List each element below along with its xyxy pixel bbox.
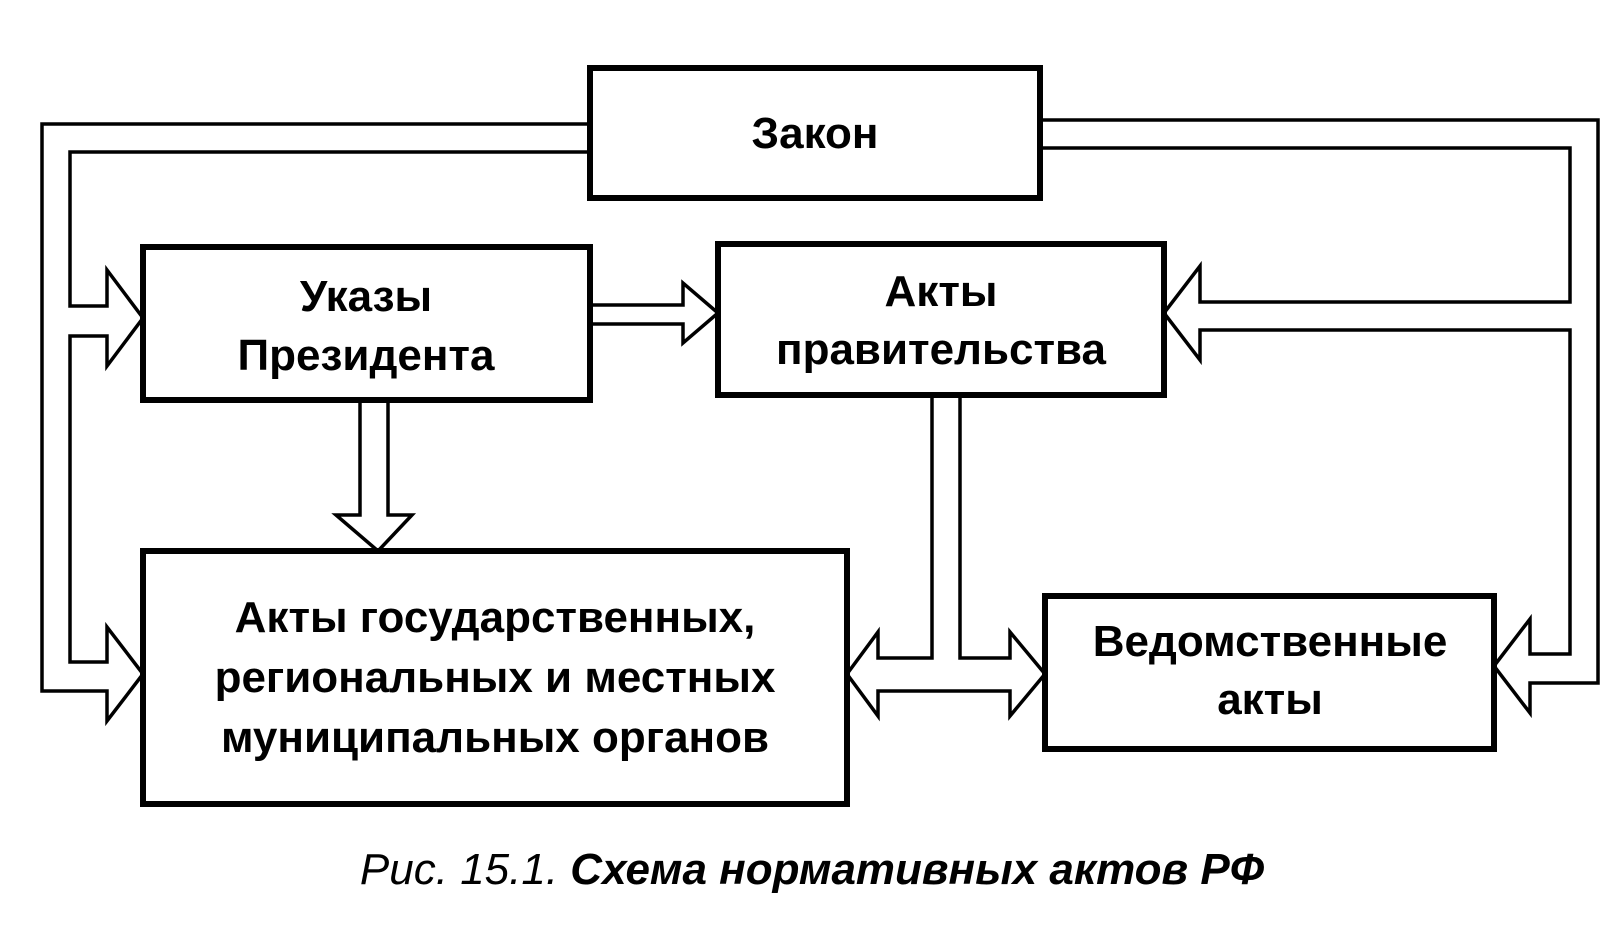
figure-caption: Рис. 15.1. Схема нормативных актов РФ (0, 845, 1624, 895)
box-government-acts (715, 241, 1167, 398)
box-presidential-decrees (140, 244, 593, 403)
label-presidential-decrees-line1: Указы (300, 272, 432, 321)
label-law: Закон (752, 109, 879, 158)
label-state-acts-line3: муниципальных органов (221, 713, 769, 762)
label-presidential-decrees-line2: Президента (238, 331, 495, 380)
label-state-acts-line2: региональных и местных (215, 653, 776, 702)
arrow-decrees-to-state (331, 393, 417, 554)
arrow-decrees-to-government (588, 279, 721, 347)
caption-title: Схема нормативных актов РФ (570, 845, 1265, 894)
arrow-law-to-decrees (40, 122, 592, 727)
caption-number: Рис. 15.1. (359, 845, 559, 894)
connectors (40, 118, 1600, 727)
label-government-acts-line2: правительства (776, 325, 1107, 374)
label-departmental-acts-line1: Ведомственные (1093, 617, 1448, 666)
label-government-acts-line1: Акты (885, 267, 998, 316)
label-departmental-acts-line2: акты (1217, 675, 1323, 724)
label-state-acts-line1: Акты государственных, (235, 593, 756, 642)
box-departmental-acts (1042, 593, 1497, 752)
arrow-government-to-state-departmental (844, 393, 1048, 722)
box-state-regional-municipal-acts (140, 548, 850, 807)
box-law (587, 65, 1043, 201)
arrow-law-to-departmental (1038, 118, 1600, 719)
